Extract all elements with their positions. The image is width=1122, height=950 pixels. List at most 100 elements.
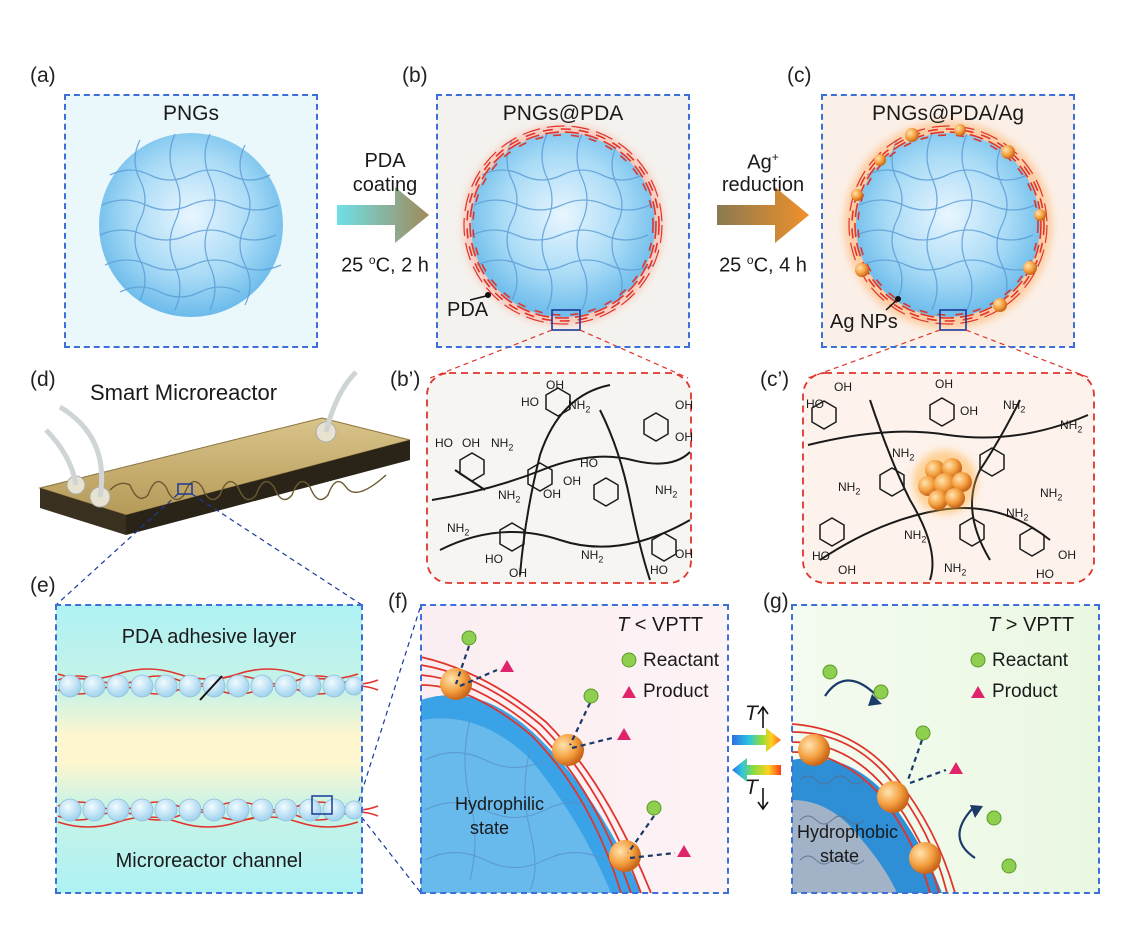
panel-e <box>55 604 363 894</box>
gel-particle-c <box>844 121 1052 329</box>
channel-top-wall <box>57 668 379 698</box>
panel-f <box>420 604 729 894</box>
chem-oh: OH <box>675 547 693 561</box>
chem-oh: HO <box>806 397 824 411</box>
legend-product-g: Product <box>992 681 1058 702</box>
zoom-box-c <box>939 309 967 331</box>
reactant-dot <box>986 810 1002 826</box>
chem-oh: OH <box>509 566 527 580</box>
reaction-arrows-f <box>454 645 676 860</box>
panel-label-b: (b) <box>402 64 428 87</box>
legend-product-tri-g <box>971 686 985 698</box>
ag-cluster <box>913 450 977 514</box>
chem-nh2: NH2 <box>581 548 604 565</box>
chem-nh2: NH2 <box>498 488 521 505</box>
microreactor-channel-label: Microreactor channel <box>115 850 303 872</box>
legend-reactant-f: Reactant <box>643 650 720 671</box>
arrow1-line2: coating <box>352 174 418 196</box>
chem-oh: HO <box>435 436 453 450</box>
chem-nh2: NH2 <box>1006 506 1029 523</box>
legend-reactant-dot-g <box>970 652 986 668</box>
chem-nh2: NH2 <box>447 521 470 538</box>
reactant-dot <box>646 800 662 816</box>
chem-oh: HO <box>485 552 503 566</box>
chem-oh: OH <box>834 380 852 394</box>
arrow2-condition: 25 oC, 4 h <box>719 253 807 277</box>
channel-bottom-wall <box>57 795 379 828</box>
zoom-b-border <box>426 372 692 584</box>
chem-nh2: NH2 <box>1003 398 1026 415</box>
panel-label-a: (a) <box>30 64 56 87</box>
product-triangle <box>617 728 631 740</box>
hydrophilic-label-2: state <box>470 818 510 838</box>
reactant-dot <box>822 664 838 680</box>
chem-nh2: NH2 <box>904 528 927 545</box>
cooling-arrow <box>732 758 781 782</box>
panel-g <box>791 604 1100 894</box>
reactant-dot <box>873 684 889 700</box>
pda-structure-b <box>431 384 691 581</box>
panel-label-b-prime: (b’) <box>390 368 421 391</box>
cooling-T: T <box>745 776 758 799</box>
chem-nh2: NH2 <box>1060 418 1083 435</box>
hydrophobic-label-1: Hydrophobic <box>797 822 899 842</box>
hydrophobic-label-2: state <box>820 846 860 866</box>
chem-nh2: NH2 <box>655 483 678 500</box>
pda-layer-pointer <box>199 675 223 701</box>
legend-product-tri-f <box>622 686 636 698</box>
panel-label-f: (f) <box>388 590 408 613</box>
chem-nh2: NH2 <box>944 561 967 578</box>
panel-a <box>64 94 318 348</box>
arrow2-line2: reduction <box>721 174 805 196</box>
microreactor-title: Smart Microreactor <box>90 380 278 405</box>
chem-oh: OH <box>543 487 561 501</box>
product-triangle <box>677 845 691 857</box>
chem-oh: OH <box>960 404 978 418</box>
arrow2-line1: Ag+ <box>747 150 779 174</box>
panel-label-c: (c) <box>787 64 812 87</box>
legend-product-f: Product <box>643 681 709 702</box>
panel-e-bg <box>56 605 362 893</box>
panel-label-e: (e) <box>30 574 56 597</box>
chem-oh: HO <box>1036 567 1054 581</box>
zoom-box-b <box>551 309 581 331</box>
pda-callout: PDA <box>447 299 489 321</box>
product-triangle <box>949 762 963 774</box>
chem-oh: HO <box>521 395 539 409</box>
panel-label-g: (g) <box>763 590 789 613</box>
arrow-ag-reduction <box>717 187 809 243</box>
zoom-b-bg <box>427 373 691 583</box>
panel-a-title: PNGs <box>162 102 219 125</box>
chem-nh2: NH2 <box>568 398 591 415</box>
reactant-dot <box>915 725 931 741</box>
hydrophobic-gel <box>791 723 956 894</box>
legend-reactant-g: Reactant <box>992 650 1069 671</box>
condition-g: T > VPTT <box>988 614 1075 636</box>
product-triangle <box>500 660 514 672</box>
chem-nh2: NH2 <box>892 446 915 463</box>
gel-particle-b <box>463 125 663 325</box>
panel-c <box>821 94 1075 348</box>
chem-oh: OH <box>675 430 693 444</box>
gel-particle-a <box>99 133 283 317</box>
panel-c-title: PNGs@PDA/Ag <box>871 102 1025 125</box>
zoom-c-border <box>802 372 1095 584</box>
heating-arrow <box>732 728 781 752</box>
legend-reactant-dot-f <box>621 652 637 668</box>
condition-f: T < VPTT <box>617 614 704 636</box>
reactant-dot <box>1001 858 1017 874</box>
chem-oh: OH <box>563 474 581 488</box>
panel-b <box>436 94 690 348</box>
panel-label-d: (d) <box>30 368 56 391</box>
pda-adhesive-label: PDA adhesive layer <box>121 626 297 648</box>
chem-oh: OH <box>462 436 480 450</box>
chem-oh: OH <box>546 378 564 392</box>
hydrophilic-label-1: Hydrophilic <box>455 794 545 814</box>
arrow1-line1: PDA <box>364 150 406 172</box>
panel-label-c-prime: (c’) <box>760 368 790 391</box>
arrow1-condition: 25 oC, 2 h <box>341 253 429 277</box>
chem-oh: OH <box>838 563 856 577</box>
chem-oh: HO <box>650 563 668 577</box>
arrow-pda-coating <box>337 187 429 243</box>
